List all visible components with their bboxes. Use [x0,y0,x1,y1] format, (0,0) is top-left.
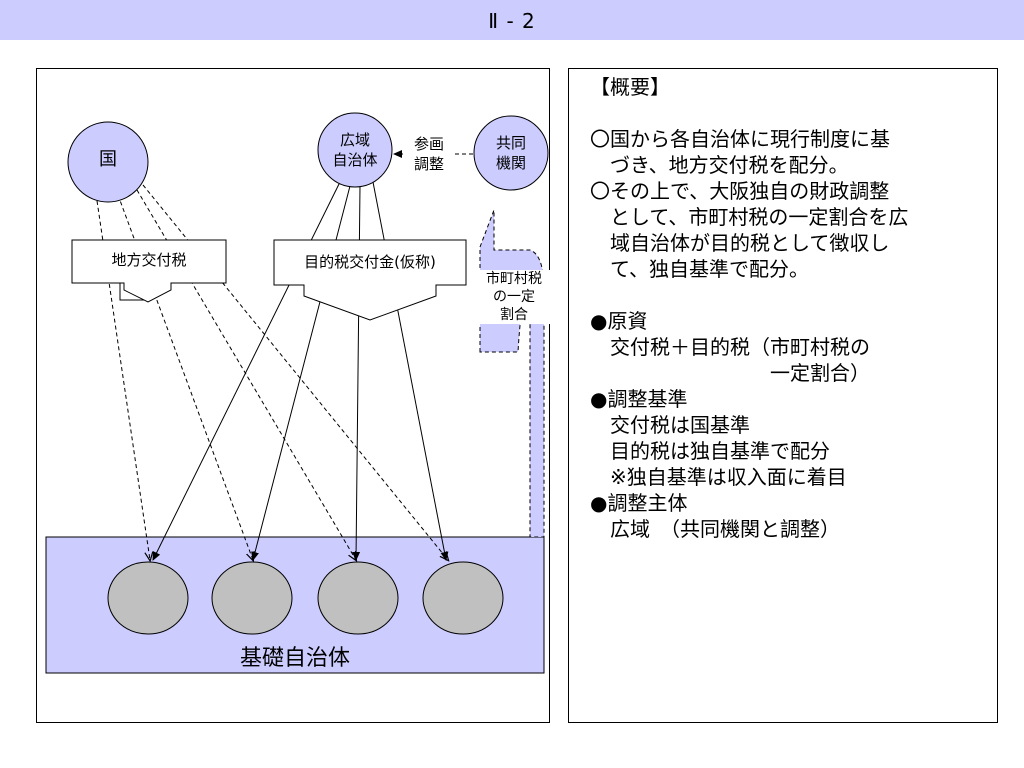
wide-area-solid-arrows [152,181,449,561]
municipality-circle-4 [422,561,504,635]
summary-heading: 【概要】 [590,75,670,99]
summary-panel [568,68,998,723]
joint-body-node [473,115,549,191]
diagram-panel [36,68,550,723]
summary-line: ●原資 [590,309,648,333]
country-label: 国 [99,149,117,170]
participation-label: 参画 調整 [404,134,454,174]
wide-area-label: 広域 自治体 [332,131,378,169]
summary-line: 交付税＋目的税（市町村税の [590,335,870,359]
summary-line: 〇国から各自治体に現行制度に基 [590,127,890,151]
municipality-circle-3 [317,561,399,635]
summary-line: て、独自基準で配分。 [590,257,809,281]
country-node [67,121,149,203]
municipality-circle-2 [211,561,293,635]
summary-line: として、市町村税の一定割合を広 [590,205,909,229]
summary-line: 域自治体が目的税として徴収し [590,231,890,255]
summary-line: 一定割合） [590,361,870,385]
summary-line: 広域 （共同機関と調整） [590,517,840,541]
purpose-tax-grant-box [273,239,467,321]
header-bar: Ⅱ - 2 [0,0,1024,40]
summary-line: 〇その上で、大阪独自の財政調整 [590,179,890,203]
base-municipality-label: 基礎自治体 [239,646,350,671]
summary-line [590,282,990,308]
summary-line: ●調整基準 [590,387,688,411]
wide-area-node [317,112,393,188]
summary-line: づき、地方交付税を配分。 [590,153,849,177]
summary-line: 目的税は独自基準で配分 [590,439,830,463]
municipal-tax-label: 市町村税 の一定 割合 [478,270,550,324]
summary-line: 交付税は国基準 [590,413,750,437]
page-title: Ⅱ - 2 [488,9,536,33]
local-allocation-tax-label: 地方交付税 [111,251,187,269]
municipality-circle-1 [107,561,189,635]
purpose-tax-grant-label: 目的税交付金(仮称) [304,253,436,271]
summary-text: 【概要】 〇国から各自治体に現行制度に基 づき、地方交付税を配分。〇その上で、大… [590,74,990,542]
summary-line: ●調整主体 [590,491,688,515]
summary-line: ※独自基準は収入面に着目 [590,465,847,489]
joint-body-label: 共同 機関 [495,134,526,172]
summary-lines: 〇国から各自治体に現行制度に基 づき、地方交付税を配分。〇その上で、大阪独自の財… [590,126,990,542]
municipal-tax-arrow [479,209,545,538]
